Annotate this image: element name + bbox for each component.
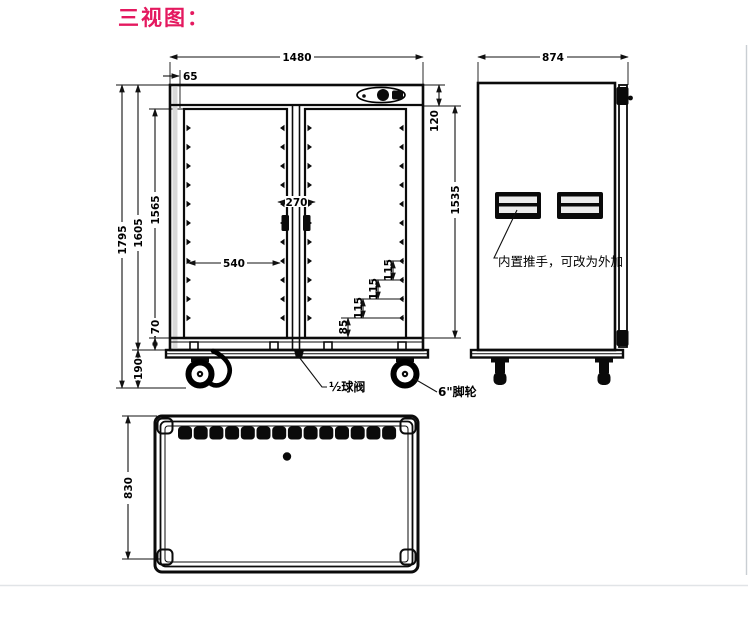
cabinet-body [168, 83, 425, 352]
valve-icon [294, 350, 304, 358]
control-panel-icon [356, 86, 406, 104]
svg-text:830: 830 [123, 477, 135, 499]
dim-overall-height: 1795 [116, 84, 186, 389]
svg-text:115: 115 [368, 278, 380, 300]
svg-text:270: 270 [286, 197, 308, 209]
dim-center-section: 270 [277, 196, 316, 209]
svg-text:1480: 1480 [282, 52, 311, 64]
svg-text:190: 190 [133, 358, 145, 380]
dim-left-door-width: 540 [187, 257, 281, 270]
top-view: 830 [122, 414, 420, 574]
front-view: 1480 65 1795 1605 190 [116, 50, 478, 399]
side-left-caster-icon [491, 357, 509, 385]
svg-text:115: 115 [353, 297, 365, 319]
drain-hole-icon [282, 452, 292, 461]
dim-base-channel: 70 [149, 318, 162, 351]
svg-text:1795: 1795 [117, 225, 129, 254]
svg-text:874: 874 [542, 52, 564, 64]
recessed-handle-left-icon [495, 192, 541, 219]
recessed-handle-right-icon [557, 192, 603, 219]
dim-door-opening-height: 1535 [406, 105, 462, 339]
side-base-assembly [469, 348, 625, 359]
dim-body-height: 1605 [132, 84, 170, 351]
dim-top-depth: 830 [122, 415, 160, 560]
dim-overall-width: 1480 [169, 50, 424, 85]
side-view: 874 内置推手，可改为外加 [469, 50, 633, 385]
svg-text:65: 65 [183, 71, 198, 83]
bottom-hinge-icon [616, 330, 629, 346]
right-door-handle-icon [303, 215, 311, 231]
svg-text:85: 85 [338, 320, 350, 335]
svg-text:½球阀: ½球阀 [329, 379, 365, 394]
svg-text:120: 120 [429, 110, 441, 132]
left-door-handle-icon [281, 215, 289, 231]
dim-door-frame-height: 1565 [149, 108, 184, 339]
top-hinge-icon [616, 87, 629, 105]
caster-callout: 6"脚轮 [412, 377, 478, 399]
left-frame-shade [172, 87, 178, 348]
svg-text:115: 115 [383, 259, 395, 281]
side-right-caster-icon [595, 357, 613, 385]
svg-text:内置推手，可改为外加: 内置推手，可改为外加 [498, 254, 623, 269]
svg-text:70: 70 [150, 320, 162, 335]
top-inner-frame [164, 425, 409, 563]
shelf-support-ticks [186, 124, 404, 322]
svg-text:1565: 1565 [150, 195, 162, 224]
svg-text:1535: 1535 [450, 185, 462, 214]
vent-slots [178, 426, 397, 440]
dim-door-offset: 65 [163, 70, 198, 108]
dim-shelf-pitch-chain: 115 115 115 85 [338, 259, 404, 338]
side-door-edge [618, 84, 628, 348]
corner-bumpers [156, 417, 417, 566]
svg-text:540: 540 [223, 258, 245, 270]
page-title: 三视图： [118, 6, 210, 30]
left-door [182, 107, 289, 340]
dim-caster-height: 190 [132, 349, 145, 389]
dim-side-depth: 874 [477, 50, 629, 85]
top-mid-frame [159, 420, 414, 568]
handle-note-callout: 内置推手，可改为外加 [493, 209, 623, 269]
front-left-caster-icon [185, 357, 215, 389]
front-right-caster-icon [390, 357, 420, 389]
drain-hose-icon [208, 348, 233, 388]
svg-text:6"脚轮: 6"脚轮 [438, 384, 478, 399]
top-outer-frame [153, 414, 420, 574]
valve-callout: ½球阀 [294, 350, 365, 394]
svg-text:1605: 1605 [133, 218, 145, 247]
hinge-pin-icon [628, 95, 633, 101]
